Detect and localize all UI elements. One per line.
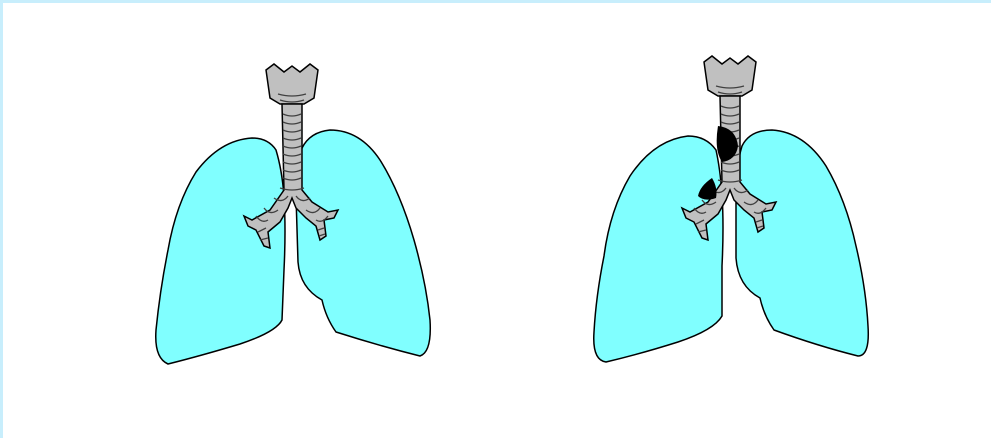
normal-lungs-figure bbox=[156, 64, 431, 364]
obstructed-lungs-figure bbox=[594, 56, 869, 362]
left-lung-affected bbox=[594, 136, 723, 362]
right-lung-affected bbox=[736, 130, 868, 356]
right-lung-normal bbox=[296, 130, 430, 356]
left-lung-normal bbox=[156, 138, 285, 364]
